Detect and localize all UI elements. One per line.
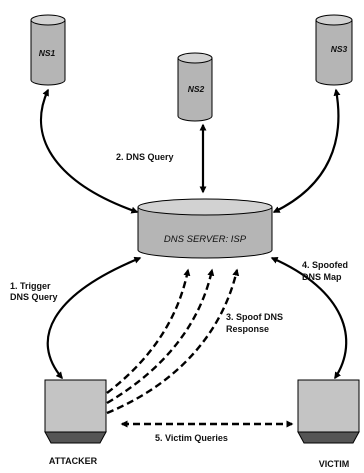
arrow-ns3-dns: [272, 88, 341, 213]
arrow-spoof-response-2: [106, 268, 215, 405]
victim-computer: VICTIM: [297, 379, 360, 469]
arrow-spoofed-map: [270, 256, 348, 380]
attacker-label: ATTACKER: [49, 456, 98, 466]
victim-label: VICTIM: [319, 459, 350, 469]
ns2-label: NS2: [188, 84, 205, 94]
ns2-server: NS2: [177, 52, 213, 122]
arrow-spoof-response-1: [106, 268, 191, 394]
dns-server-label: DNS SERVER: ISP: [164, 234, 247, 245]
arrow-ns1-dns: [39, 88, 139, 214]
step1-label-line2: DNS Query: [10, 292, 58, 302]
step4-label-line1: 4. Spoofed: [302, 260, 348, 270]
ns3-label: NS3: [331, 44, 348, 54]
arrow-spoof-response-3: [106, 268, 240, 415]
attacker-computer: ATTACKER: [44, 379, 107, 466]
step2-label: 2. DNS Query: [116, 152, 174, 162]
step4-label-line2: DNS Map: [302, 272, 342, 282]
step1-label-line1: 1. Trigger: [10, 281, 51, 291]
arrow-trigger-query: [46, 256, 142, 380]
step5-label: 5. Victim Queries: [155, 433, 228, 443]
step3-label-line2: Response: [226, 324, 269, 334]
dns-server-isp: DNS SERVER: ISP: [137, 198, 273, 259]
ns1-label: NS1: [39, 48, 56, 58]
ns3-server: NS3: [315, 14, 353, 86]
step3-label-line1: 3. Spoof DNS: [226, 312, 283, 322]
ns1-server: NS1: [30, 14, 66, 86]
